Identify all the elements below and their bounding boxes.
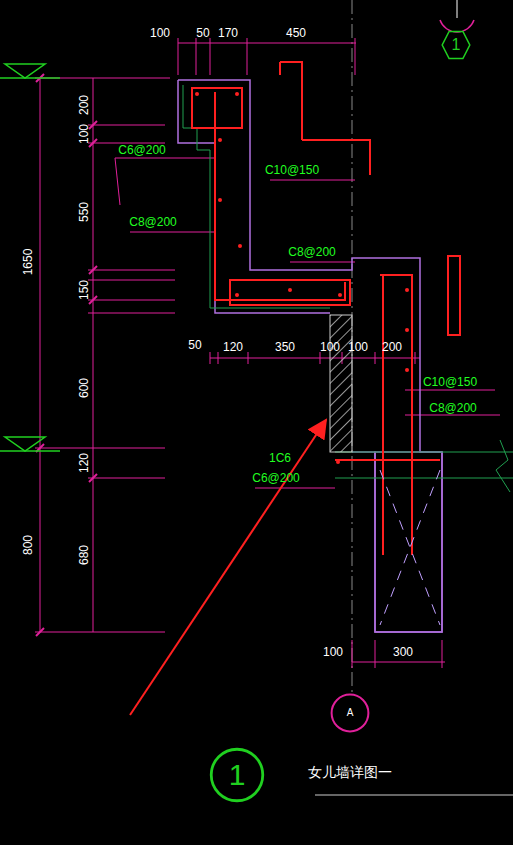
dimension-text: 800 [21, 535, 35, 555]
dimension-text: 550 [77, 202, 91, 222]
dimension-text: 100 [320, 340, 340, 354]
rebar-label: C10@150 [423, 375, 477, 389]
dimension-text: 1650 [21, 249, 35, 276]
rebar-label: 1C6 [269, 451, 291, 465]
dimension-text: 200 [382, 340, 402, 354]
dimension-text: 100 [77, 124, 91, 144]
section-hexagon: 1 [441, 30, 471, 60]
axis-circle: A [330, 693, 370, 733]
drawing-title: 女儿墙详图一 [308, 765, 392, 779]
dimension-text: 150 [77, 280, 91, 300]
rebar-label: C6@200 [252, 471, 300, 485]
rebar-label: C8@200 [429, 401, 477, 415]
dimension-text: 120 [77, 453, 91, 473]
dimension-text: 350 [275, 340, 295, 354]
dimension-text: 680 [77, 545, 91, 565]
mark-text: 1 [209, 747, 265, 803]
dimension-text: 600 [77, 378, 91, 398]
mark-text: A [330, 693, 370, 733]
axis-circle: 1 [209, 747, 265, 803]
rebar-label: C6@200 [118, 143, 166, 157]
rebar-label: C8@200 [288, 245, 336, 259]
dimension-text: 200 [77, 95, 91, 115]
rebar-label: C10@150 [265, 163, 319, 177]
rebar-label: C8@200 [129, 215, 177, 229]
dimension-text: 50 [196, 26, 209, 40]
dimension-text: 50 [188, 338, 201, 352]
mark-text: 1 [441, 30, 471, 60]
dimension-text: 450 [286, 26, 306, 40]
dimension-text: 170 [218, 26, 238, 40]
dimension-text: 100 [150, 26, 170, 40]
dimension-text: 120 [223, 340, 243, 354]
dimension-text: 100 [348, 340, 368, 354]
dimension-text: 100 [323, 645, 343, 659]
dimension-text: 300 [393, 645, 413, 659]
